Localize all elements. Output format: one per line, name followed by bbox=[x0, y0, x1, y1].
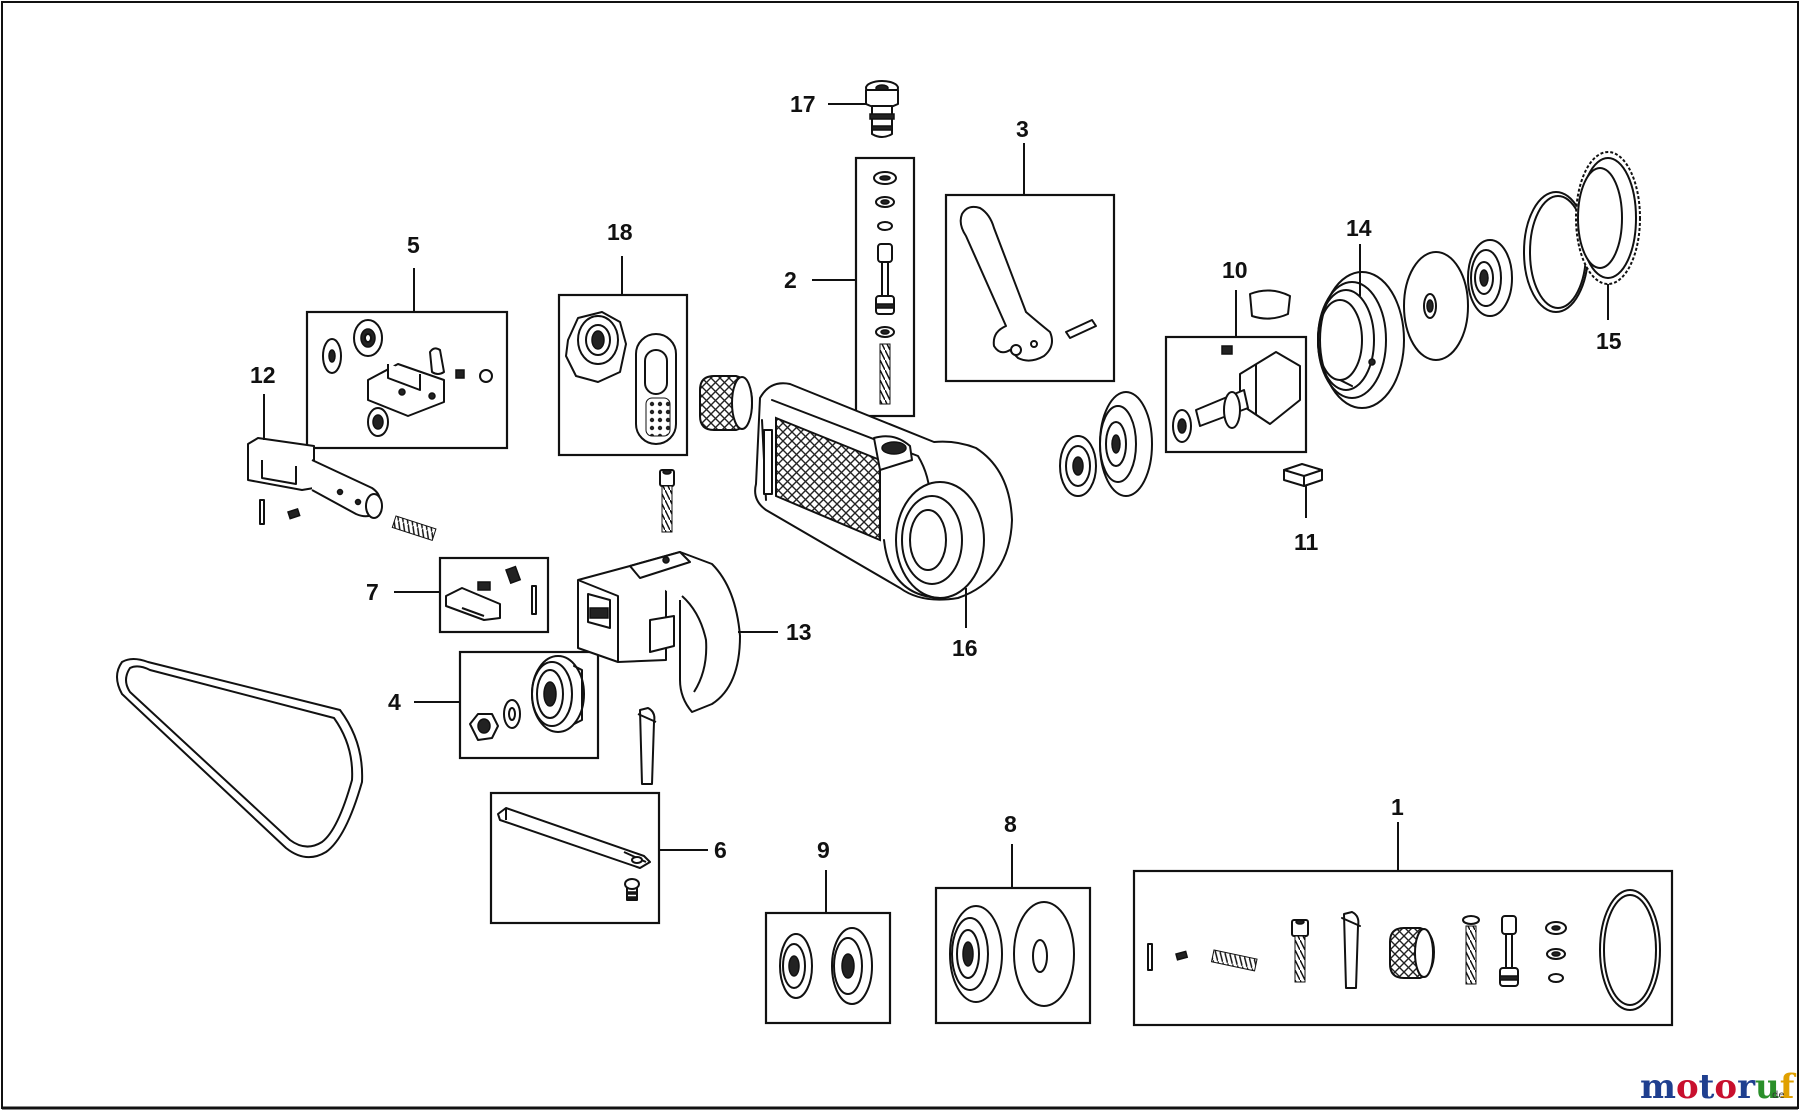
watermark-letter: o bbox=[1676, 1067, 1699, 1107]
callout-2: 2 bbox=[784, 267, 797, 293]
part-8-seal-pair bbox=[949, 901, 1075, 1007]
watermark-suffix: de bbox=[1772, 1090, 1785, 1101]
callout-17: 17 bbox=[790, 91, 816, 117]
part-9-ball-bearings bbox=[779, 927, 873, 1005]
part-12-shaft-assembly bbox=[247, 437, 437, 542]
watermark-logo: motoruf de bbox=[1640, 1067, 1797, 1107]
part-11-drive-key bbox=[1283, 463, 1323, 487]
part-10-rotor-kit bbox=[1172, 289, 1301, 443]
cap-screw bbox=[659, 469, 675, 533]
callout-5: 5 bbox=[407, 232, 420, 258]
callout-1: 1 bbox=[1391, 794, 1404, 820]
body-bearings bbox=[1059, 391, 1153, 497]
part-9-box bbox=[764, 911, 892, 1025]
part-4-pulley-set bbox=[469, 655, 585, 741]
part-5-bracket-kit bbox=[322, 319, 493, 437]
callout-9: 9 bbox=[817, 837, 830, 863]
part-3-box bbox=[944, 193, 1116, 383]
watermark-letter: o bbox=[1714, 1067, 1737, 1107]
part-6-clamp-plate bbox=[497, 807, 651, 901]
watermark-letter: t bbox=[1699, 1067, 1715, 1107]
part-14-cylinder-pulley bbox=[1317, 191, 1589, 409]
callout-13: 13 bbox=[786, 619, 812, 645]
callout-12: 12 bbox=[250, 362, 276, 388]
callout-11: 11 bbox=[1294, 529, 1319, 555]
callout-7: 7 bbox=[366, 579, 379, 605]
callout-6: 6 bbox=[714, 837, 727, 863]
watermark-letter: f bbox=[1780, 1067, 1797, 1107]
callout-18: 18 bbox=[607, 219, 633, 245]
callout-8: 8 bbox=[1004, 811, 1017, 837]
callout-14: 14 bbox=[1346, 215, 1372, 241]
watermark-letter: u bbox=[1755, 1067, 1780, 1107]
part-15-retaining-ring bbox=[1575, 151, 1641, 285]
part-7-clip-set bbox=[445, 565, 537, 621]
callout-4: 4 bbox=[388, 689, 401, 715]
part-7-box bbox=[438, 556, 550, 634]
knurled-grip bbox=[699, 375, 754, 431]
part-2-valve-kit bbox=[873, 171, 897, 405]
watermark-brand: motoruf bbox=[1640, 1067, 1797, 1107]
part-16-main-body bbox=[754, 382, 1013, 601]
callout-15: 15 bbox=[1596, 328, 1622, 354]
svg-text:motoruf: motoruf bbox=[1640, 1067, 1797, 1107]
part-2-box bbox=[854, 156, 916, 418]
part-6-box bbox=[489, 791, 661, 925]
callout-16: 16 bbox=[952, 635, 978, 661]
part-1-service-kit bbox=[1147, 889, 1661, 1011]
watermark-letter: m bbox=[1640, 1067, 1676, 1107]
callout-10: 10 bbox=[1222, 257, 1248, 283]
watermark-letter: r bbox=[1737, 1067, 1756, 1107]
part-18-exhaust-cap bbox=[565, 311, 677, 445]
part-6-key-strip bbox=[637, 707, 657, 785]
part-1-box bbox=[1132, 869, 1674, 1027]
part-17-air-inlet-fitting bbox=[865, 80, 899, 138]
callout-3: 3 bbox=[1016, 116, 1029, 142]
part-13-gear-housing bbox=[577, 551, 741, 713]
part-2-spring bbox=[879, 343, 891, 405]
part-3-throttle-lever bbox=[959, 205, 1097, 362]
part-4-box bbox=[458, 650, 600, 760]
drive-belt bbox=[116, 658, 364, 859]
part-5-box bbox=[305, 310, 509, 450]
